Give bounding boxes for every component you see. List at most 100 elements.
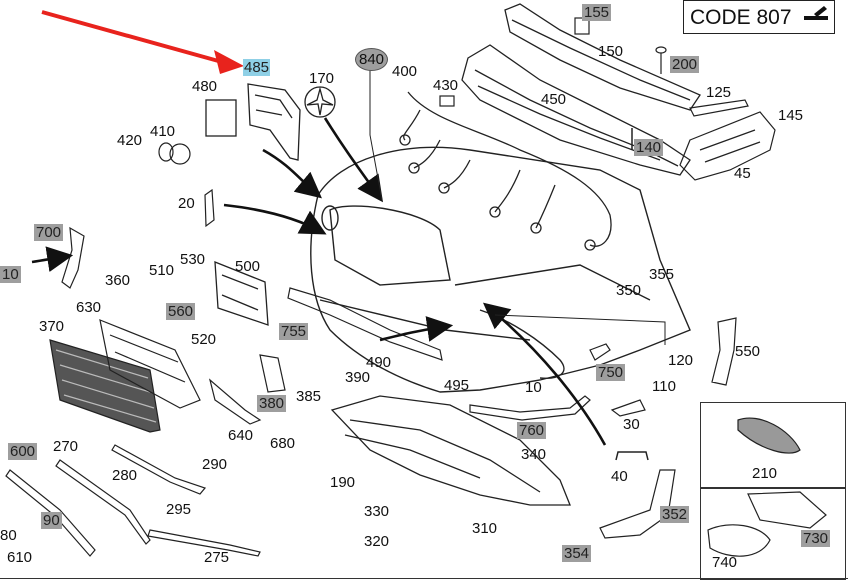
part-label-730[interactable]: 730 (801, 530, 831, 547)
part-label-310[interactable]: 310 (472, 520, 498, 537)
part-label-420[interactable]: 420 (117, 132, 143, 149)
bottom-divider (0, 578, 848, 579)
part-label-530[interactable]: 530 (180, 251, 206, 268)
part-label-600[interactable]: 600 (8, 443, 38, 460)
part-label-155[interactable]: 155 (582, 4, 612, 21)
part-label-640[interactable]: 640 (228, 427, 254, 444)
part-label-170[interactable]: 170 (309, 70, 335, 87)
part-label-700[interactable]: 700 (34, 224, 64, 241)
part-label-120[interactable]: 120 (668, 352, 694, 369)
strip-275 (147, 529, 261, 557)
part-label-290[interactable]: 290 (202, 456, 228, 473)
part-label-295[interactable]: 295 (166, 501, 192, 518)
part-label-110[interactable]: 110 (652, 378, 676, 395)
mesh-insert-210 (737, 417, 801, 454)
edit-note-icon[interactable] (802, 4, 830, 30)
part-label-520[interactable]: 520 (191, 331, 217, 348)
strip-352 (599, 469, 676, 539)
part-label-610[interactable]: 610 (7, 549, 33, 566)
part-label-385[interactable]: 385 (296, 388, 322, 405)
part-label-200[interactable]: 200 (670, 56, 700, 73)
part-label-740[interactable]: 740 (712, 554, 738, 571)
part-label-30[interactable]: 30 (623, 416, 640, 433)
part-label-40[interactable]: 40 (611, 468, 628, 485)
part-label-480[interactable]: 480 (192, 78, 218, 95)
part-label-150[interactable]: 150 (598, 43, 624, 60)
part-label-490[interactable]: 490 (366, 354, 392, 371)
part-label-354[interactable]: 354 (562, 545, 592, 562)
part-label-390[interactable]: 390 (345, 369, 371, 386)
part-label-10[interactable]: 10 (525, 379, 542, 396)
part-label-275[interactable]: 275 (204, 549, 230, 566)
sensor-module-480 (205, 99, 237, 137)
wiring-harness-400 (399, 91, 612, 251)
parking-sensor-410 (158, 142, 191, 165)
trim-700 (61, 226, 85, 289)
part-label-330[interactable]: 330 (364, 503, 390, 520)
part-label-352[interactable]: 352 (660, 506, 690, 523)
lower-frame-360 (99, 319, 201, 409)
trim-750 (589, 343, 611, 361)
cover-30 (610, 399, 646, 417)
strip-600 (5, 469, 96, 557)
part-label-350[interactable]: 350 (616, 282, 642, 299)
bracket-380 (259, 354, 286, 393)
part-label-20[interactable]: 20 (178, 195, 195, 212)
part-label-500[interactable]: 500 (235, 258, 261, 275)
part-label-380[interactable]: 380 (257, 395, 287, 412)
part-label-430[interactable]: 430 (433, 77, 459, 94)
part-label-550[interactable]: 550 (735, 343, 761, 360)
part-label-510[interactable]: 510 (149, 262, 175, 279)
leader-arrows (31, 117, 607, 446)
code-box: CODE 807 (683, 0, 835, 34)
part-label-270[interactable]: 270 (53, 438, 79, 455)
part-label-280[interactable]: 280 (112, 467, 138, 484)
part-label-210[interactable]: 210 (752, 465, 778, 482)
part-label-125[interactable]: 125 (706, 84, 732, 101)
camera-bracket-485 (247, 83, 301, 161)
part-label-45[interactable]: 45 (734, 165, 751, 182)
clip-40 (615, 451, 649, 461)
part-label-485[interactable]: 485 (243, 59, 271, 76)
part-label-370[interactable]: 370 (39, 318, 65, 335)
screw-200 (655, 46, 667, 74)
part-label-495[interactable]: 495 (444, 377, 470, 394)
part-label-840[interactable]: 840 (355, 48, 389, 71)
part-label-90[interactable]: 90 (41, 512, 62, 529)
upper-bracket-450 (461, 44, 691, 176)
part-label-400[interactable]: 400 (392, 63, 418, 80)
code-label: CODE 807 (690, 6, 792, 29)
underbody-310 (330, 395, 571, 506)
frame-740-730 (707, 491, 827, 557)
connector-430 (439, 95, 455, 107)
lip-755 (287, 287, 443, 361)
license-plate-500 (214, 261, 269, 326)
part-label-190[interactable]: 190 (330, 474, 356, 491)
strip-270 (55, 459, 151, 545)
part-label-145[interactable]: 145 (778, 107, 804, 124)
part-label-360[interactable]: 360 (105, 272, 131, 289)
inset-panel-210 (700, 402, 846, 488)
grille-370 (49, 339, 161, 433)
part-label-760[interactable]: 760 (517, 422, 547, 439)
part-label-750[interactable]: 750 (596, 364, 626, 381)
part-label-140[interactable]: 140 (634, 139, 664, 156)
part-label-450[interactable]: 450 (541, 91, 567, 108)
part-label-355[interactable]: 355 (649, 266, 675, 283)
part-label-410[interactable]: 410 (150, 123, 176, 140)
strip-640 (208, 378, 262, 425)
part-label-80[interactable]: 80 (0, 527, 17, 544)
trim-20 (204, 188, 215, 228)
leader-lines (369, 68, 666, 345)
part-label-630[interactable]: 630 (76, 299, 102, 316)
emblem-170 (304, 86, 336, 118)
part-label-755[interactable]: 755 (279, 323, 309, 340)
part-label-340[interactable]: 340 (521, 446, 547, 463)
part-label-680[interactable]: 680 (270, 435, 296, 452)
part-label-10-left[interactable]: 10 (0, 266, 21, 283)
side-bracket-145 (679, 111, 776, 181)
part-label-560[interactable]: 560 (166, 303, 196, 320)
strip-760 (469, 395, 591, 421)
part-label-320[interactable]: 320 (364, 533, 390, 550)
